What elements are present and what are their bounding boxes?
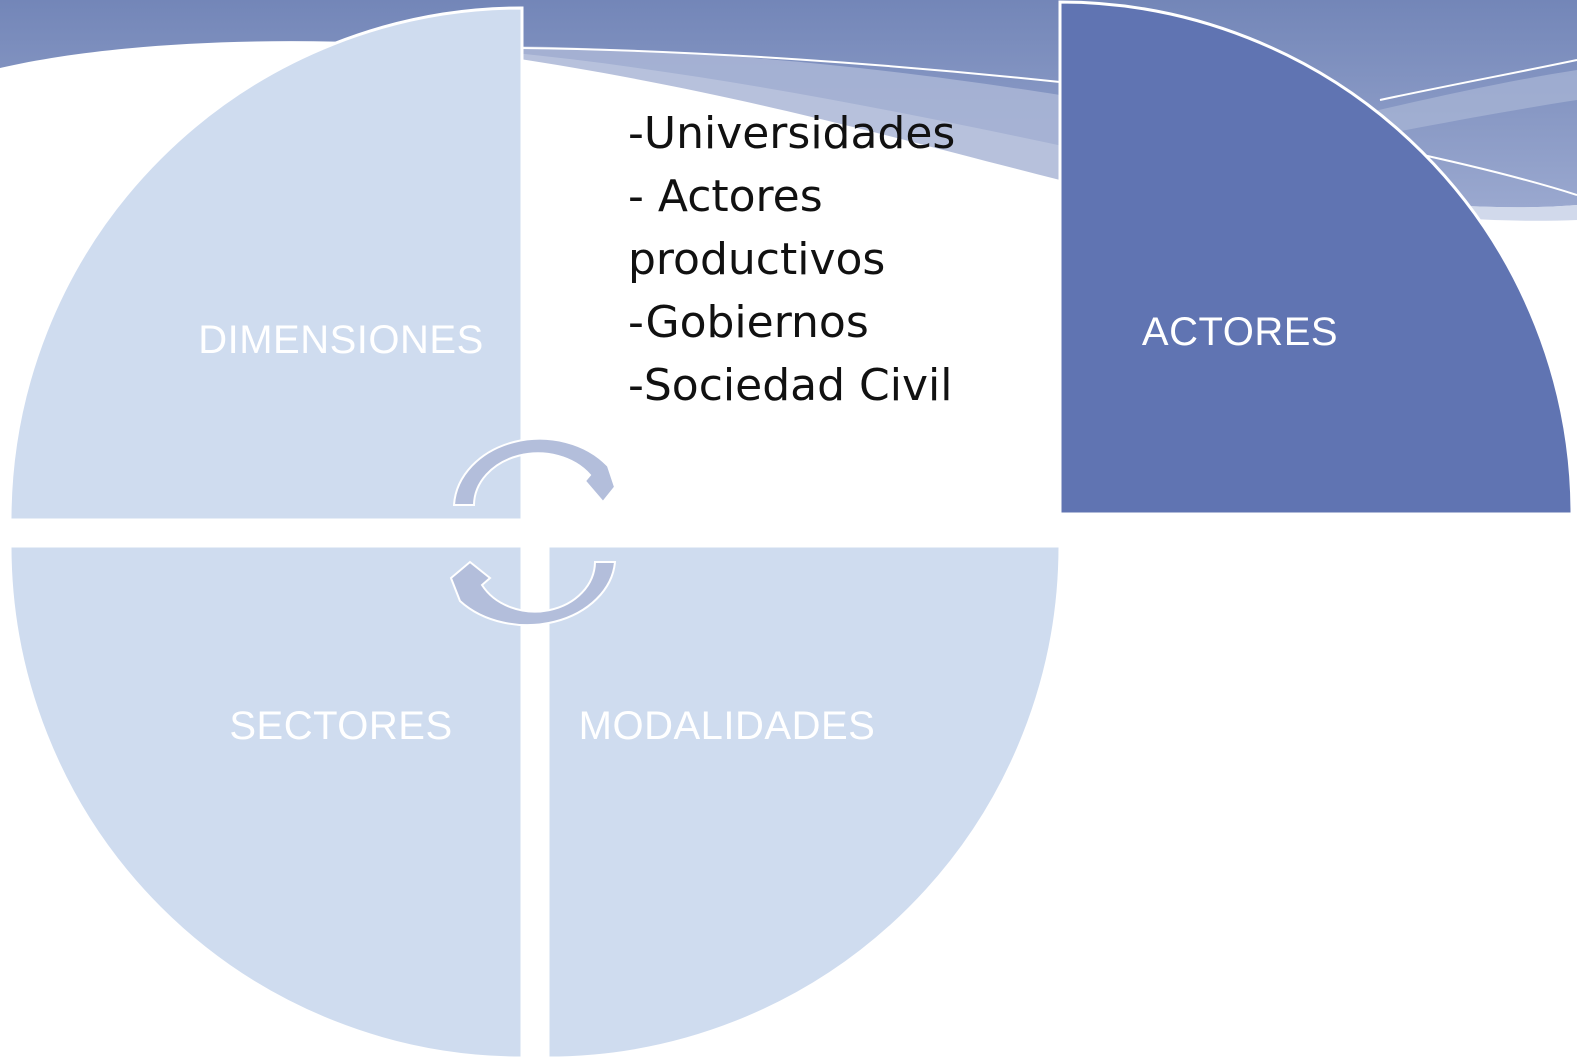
- actores-detail-item: productivos: [628, 234, 886, 285]
- segment-actores-label: ACTORES: [1141, 310, 1339, 354]
- cycle-arrow-bottom: [449, 560, 617, 627]
- actores-detail-item: -Sociedad Civil: [628, 360, 953, 411]
- segment-modalidades-shape[interactable]: [546, 544, 1062, 1060]
- circular-arrows-icon: [449, 437, 617, 627]
- segment-modalidades-label: MODALIDADES: [578, 704, 876, 748]
- actores-detail-item: - Actores: [628, 171, 823, 222]
- actores-detail-item: -Gobiernos: [628, 297, 869, 348]
- segment-dimensiones-shape[interactable]: [8, 6, 524, 522]
- cycle-arrow-top: [452, 437, 617, 506]
- segment-actores-shape[interactable]: [1058, 0, 1574, 516]
- segment-sectores-label: SECTORES: [229, 704, 453, 748]
- segment-sectores-shape[interactable]: [8, 544, 524, 1060]
- actores-detail-item: -Universidades: [628, 108, 956, 159]
- segment-dimensiones-label: DIMENSIONES: [198, 318, 484, 362]
- actores-detail-list: -Universidades - Actores productivos -Go…: [628, 102, 955, 417]
